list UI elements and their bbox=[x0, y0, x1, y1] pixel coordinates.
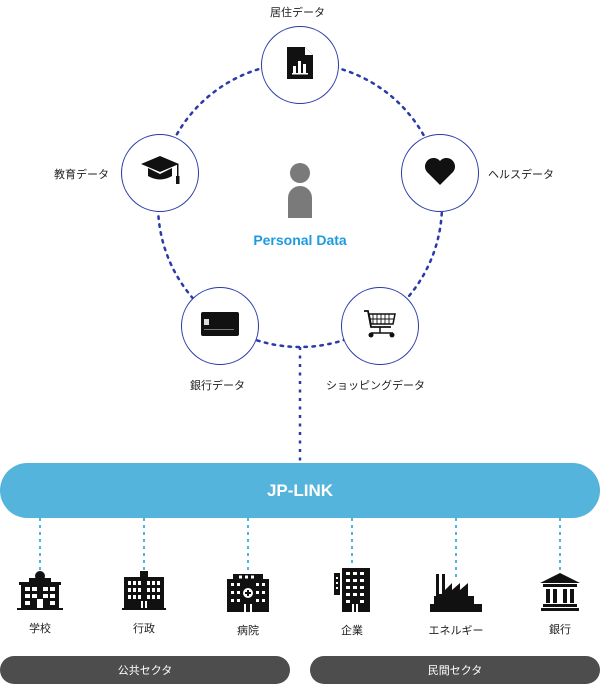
entity-school[interactable]: 学校 bbox=[0, 568, 85, 636]
entity-hospital[interactable]: 病院 bbox=[203, 574, 293, 638]
school-icon bbox=[17, 571, 63, 614]
entity-company[interactable]: 企業 bbox=[307, 568, 397, 638]
entity-label: 病院 bbox=[237, 624, 259, 637]
factory-icon bbox=[428, 574, 484, 616]
entity-label: 銀行 bbox=[549, 623, 571, 636]
node-label-bank: 銀行データ bbox=[190, 379, 245, 392]
sector-label: 民間セクタ bbox=[427, 664, 483, 677]
office-building-icon bbox=[334, 568, 370, 616]
node-label-residence: 居住データ bbox=[270, 6, 325, 19]
personal-data-title: Personal Data bbox=[253, 232, 347, 248]
entity-label: エネルギー bbox=[428, 624, 484, 637]
node-label-shopping: ショッピングデータ bbox=[326, 379, 425, 392]
shopping-cart-icon bbox=[363, 309, 397, 343]
entity-energy[interactable]: エネルギー bbox=[411, 574, 501, 638]
credit-card-icon bbox=[201, 312, 239, 340]
government-building-icon bbox=[122, 571, 166, 614]
node-shopping-data[interactable] bbox=[341, 287, 419, 365]
node-education-data[interactable] bbox=[121, 134, 199, 212]
document-chart-icon bbox=[287, 47, 313, 83]
bank-icon bbox=[540, 573, 580, 615]
hub-label: JP-LINK bbox=[266, 480, 334, 500]
jp-link-hub[interactable]: JP-LINK bbox=[0, 463, 600, 518]
entity-government[interactable]: 行政 bbox=[99, 571, 189, 636]
public-sector-bar: 公共セクタ bbox=[0, 656, 290, 684]
node-residence-data[interactable] bbox=[261, 26, 339, 104]
hospital-icon bbox=[225, 574, 271, 616]
person-icon bbox=[284, 162, 316, 222]
node-label-health: ヘルスデータ bbox=[488, 168, 554, 181]
private-sector-bar: 民間セクタ bbox=[310, 656, 600, 684]
node-label-education: 教育データ bbox=[54, 168, 109, 181]
node-health-data[interactable] bbox=[401, 134, 479, 212]
entity-bank[interactable]: 銀行 bbox=[515, 573, 600, 637]
entity-label: 行政 bbox=[133, 622, 155, 635]
entity-label: 学校 bbox=[29, 622, 51, 635]
graduation-cap-icon bbox=[139, 156, 181, 190]
node-bank-data[interactable] bbox=[181, 287, 259, 365]
sector-label: 公共セクタ bbox=[117, 664, 173, 677]
entity-label: 企業 bbox=[341, 624, 363, 637]
heart-icon bbox=[424, 157, 456, 189]
